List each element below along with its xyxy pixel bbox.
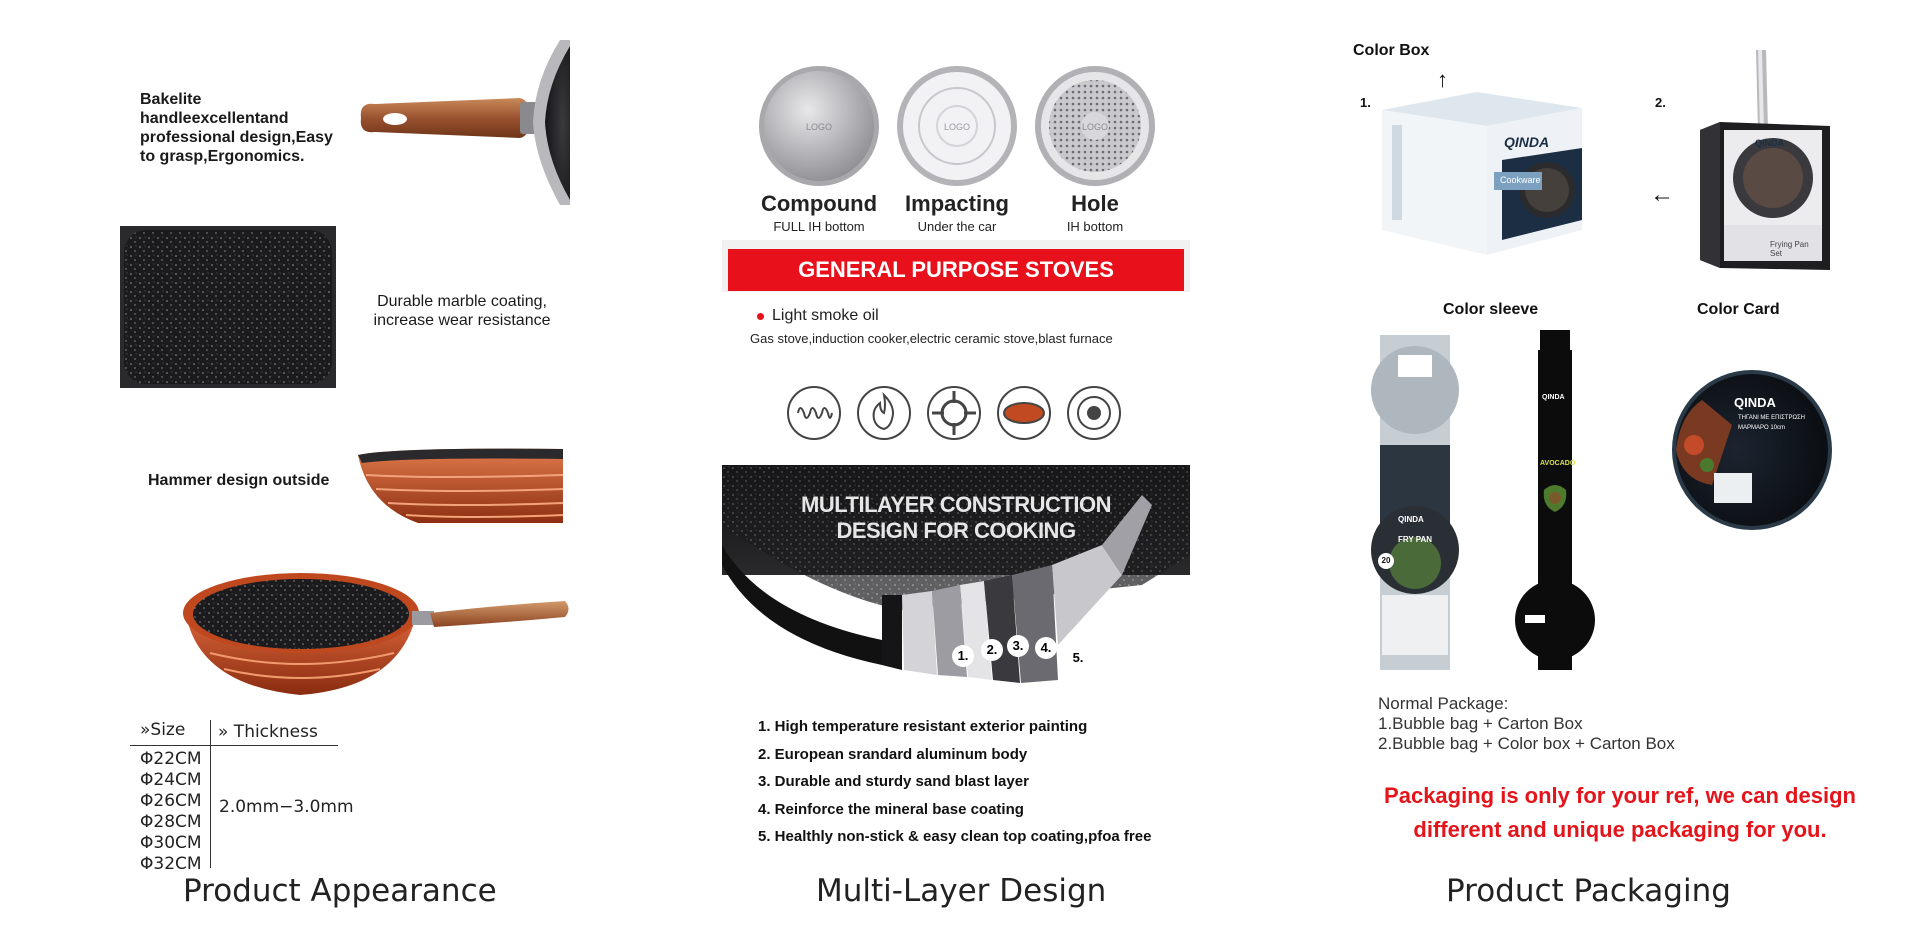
construction-title-1: MULTILAYER CONSTRUCTION bbox=[801, 492, 1111, 517]
size-row: Φ28CM bbox=[140, 812, 202, 832]
bottom-label-hole: Hole bbox=[1071, 191, 1119, 216]
hotplate-icon bbox=[1067, 386, 1121, 440]
sleeve-brand-2: QINDA bbox=[1542, 394, 1565, 401]
card-greek-1: ΤΗΓΑΝΙ ΜΕ ΕΠΙΣΤΡΩΣΗ bbox=[1738, 415, 1805, 421]
color-card-label: Color Card bbox=[1697, 301, 1780, 318]
oil-bullet-icon bbox=[757, 313, 764, 320]
layer-number-2: 2. bbox=[981, 639, 1003, 661]
feature-item: 2. European srandard aluminum body bbox=[758, 745, 1028, 763]
box-brand-tag: Cookware bbox=[1500, 175, 1541, 185]
layer-number-5: 5. bbox=[1067, 647, 1089, 669]
layer-number-4: 4. bbox=[1035, 637, 1057, 659]
table-header-divider bbox=[130, 745, 338, 746]
size-list: Φ22CM Φ24CM Φ26CM Φ28CM Φ30CM Φ32CM bbox=[140, 749, 202, 875]
multilayer-construction-image: MULTILAYER CONSTRUCTION DESIGN FOR COOKI… bbox=[722, 465, 1190, 710]
left-arrow-icon: ← bbox=[1650, 181, 1674, 208]
red-note-line-2: different and unique packaging for you. bbox=[1413, 817, 1827, 842]
marble-coating-image bbox=[120, 226, 336, 388]
note-handle: Bakelite handleexcellentand professional… bbox=[140, 91, 333, 165]
size-row: Φ30CM bbox=[140, 833, 202, 853]
ceramic-plate-icon bbox=[997, 386, 1051, 440]
handle-closeup-image bbox=[360, 40, 570, 205]
normal-package-option-2: 2.Bubble bag + Color box + Carton Box bbox=[1378, 734, 1675, 753]
card-greek-2: ΜΑΡΜΑΡΟ 10cm bbox=[1738, 425, 1786, 431]
card-brand: QINDA bbox=[1734, 395, 1776, 410]
frying-pan-image bbox=[183, 573, 569, 695]
sleeve-fry-pan: FRY PAN bbox=[1398, 535, 1433, 544]
oil-note: Light smoke oil bbox=[772, 307, 879, 324]
induction-coil-icon bbox=[787, 386, 841, 440]
size-row: Φ32CM bbox=[140, 854, 202, 874]
size-row: Φ22CM bbox=[140, 749, 202, 769]
size-row: Φ26CM bbox=[140, 791, 202, 811]
note-coating: Durable marble coating, increase wear re… bbox=[373, 293, 551, 329]
bottom-sub-compound: FULL IH bottom bbox=[773, 219, 865, 234]
normal-package-option-1: 1.Bubble bag + Carton Box bbox=[1378, 714, 1583, 733]
bottom-label-compound: Compound bbox=[760, 191, 878, 216]
caption-multilayer-design: Multi-Layer Design bbox=[816, 873, 1107, 909]
feature-item: 3. Durable and sturdy sand blast layer bbox=[758, 773, 1029, 790]
normal-package-block: Normal Package: 1.Bubble bag + Carton Bo… bbox=[1378, 694, 1675, 754]
feature-item: 1. High temperature resistant exterior p… bbox=[758, 718, 1088, 735]
bottom-logo-text: LOGO bbox=[1082, 122, 1108, 132]
sleeve-size: 20 bbox=[1378, 553, 1394, 569]
sleeve-avocado: AVOCADO bbox=[1540, 460, 1576, 467]
feature-list: 1. High temperature resistant exterior p… bbox=[758, 713, 1151, 851]
thickness-header: » Thickness bbox=[218, 722, 318, 742]
color-sleeve-black-image: QINDA AVOCADO bbox=[1510, 330, 1600, 670]
gas-flame-icon bbox=[857, 386, 911, 440]
bottom-compound-image: LOGO bbox=[759, 66, 879, 186]
bottom-label-impacting: Impacting bbox=[905, 191, 1009, 216]
bottom-sub-hole: IH bottom bbox=[1066, 219, 1124, 234]
gift-box-brand: QINDA bbox=[1755, 138, 1784, 148]
bottom-impacting-image: LOGO bbox=[897, 66, 1017, 186]
caption-product-packaging: Product Packaging bbox=[1446, 873, 1731, 909]
table-column-divider bbox=[210, 720, 211, 868]
note-hammer: Hammer design outside bbox=[148, 472, 330, 489]
packaging-red-note: Packaging is only for your ref, we can d… bbox=[1360, 779, 1880, 847]
size-row: Φ24CM bbox=[140, 770, 202, 790]
up-arrow-icon: ↑ bbox=[1437, 67, 1448, 92]
burner-grate-icon bbox=[927, 386, 981, 440]
bottom-logo-text: LOGO bbox=[806, 122, 832, 132]
red-note-line-1: Packaging is only for your ref, we can d… bbox=[1384, 783, 1856, 808]
color-sleeve-grey-image: QINDA FRY PAN 20 bbox=[1370, 335, 1460, 670]
hammer-design-image bbox=[358, 448, 563, 523]
bottom-hole-image: LOGO bbox=[1035, 66, 1155, 186]
color-sleeve-label: Color sleeve bbox=[1443, 301, 1539, 318]
normal-package-title: Normal Package: bbox=[1378, 694, 1509, 713]
color-box-label: Color Box bbox=[1353, 42, 1430, 59]
layer-number-3: 3. bbox=[1007, 635, 1029, 657]
feature-item: 4. Reinforce the mineral base coating bbox=[758, 800, 1024, 818]
bottom-sub-impacting: Under the car bbox=[917, 219, 997, 234]
size-header: »Size bbox=[140, 720, 186, 740]
pan-gift-box-image: QINDA Frying Pan Set bbox=[1700, 50, 1830, 270]
box-brand: QINDA bbox=[1504, 134, 1550, 150]
package-number-1: 1. bbox=[1360, 95, 1371, 110]
sleeve-brand: QINDA bbox=[1398, 515, 1424, 524]
feature-item: 5. Healthly non-stick & easy clean top c… bbox=[758, 828, 1152, 845]
layer-number-1: 1. bbox=[952, 645, 974, 667]
construction-title-2: DESIGN FOR COOKING bbox=[836, 518, 1076, 543]
gift-box-side-text: Frying Pan Set bbox=[1770, 240, 1809, 258]
color-box-image: QINDA Cookware bbox=[1382, 80, 1582, 255]
caption-product-appearance: Product Appearance bbox=[183, 873, 497, 909]
thickness-value: 2.0mm−3.0mm bbox=[219, 797, 354, 817]
stoves-list: Gas stove,induction cooker,electric cera… bbox=[750, 331, 1113, 346]
bottom-logo-text: LOGO bbox=[944, 122, 970, 132]
color-card-image: QINDA ΤΗΓΑΝΙ ΜΕ ΕΠΙΣΤΡΩΣΗ ΜΑΡΜΑΡΟ 10cm bbox=[1672, 365, 1832, 535]
package-number-2: 2. bbox=[1655, 95, 1666, 110]
size-table: »Size » Thickness Φ22CM Φ24CM Φ26CM Φ28C… bbox=[130, 720, 354, 874]
stoves-band: GENERAL PURPOSE STOVES bbox=[728, 249, 1184, 291]
